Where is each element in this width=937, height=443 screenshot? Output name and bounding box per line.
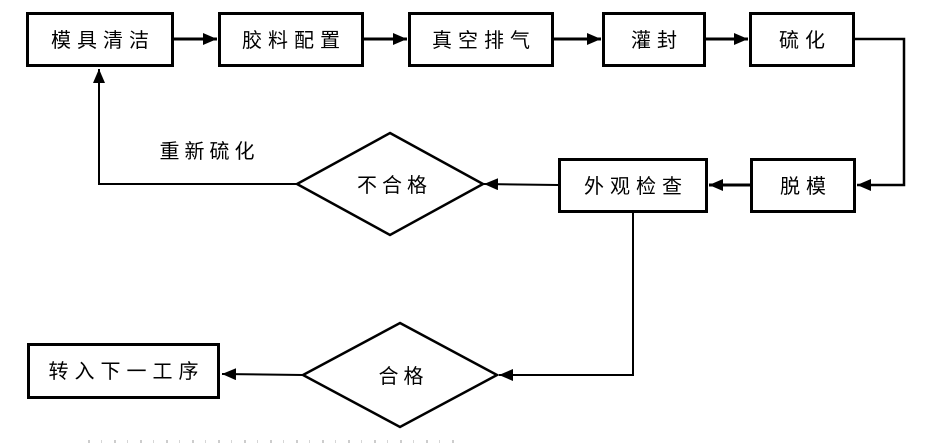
node-vulcanization: 硫化: [749, 12, 855, 67]
node-mold-cleaning: 模具清洁: [26, 12, 174, 67]
decision-unqualified-label: 不合格: [357, 173, 432, 197]
node-vacuum-degassing-label: 真空排气: [432, 27, 536, 52]
decision-qualified-shape: [300, 321, 500, 429]
node-demolding-label: 脱模: [780, 173, 832, 198]
arrow-unqualified-to-clean-icon: [93, 69, 297, 185]
node-vacuum-degassing: 真空排气: [408, 12, 554, 67]
node-demolding: 脱模: [750, 158, 856, 213]
arrow-inspection-to-qualified-icon: [499, 213, 634, 381]
decision-unqualified-shape: [294, 131, 486, 237]
edge-label-revulcanization: 重新硫化: [159, 139, 260, 163]
node-vulcanization-label: 硫化: [779, 27, 831, 52]
node-appearance-inspection-label: 外观检查: [584, 173, 688, 198]
node-next-process: 转入下一工序: [27, 343, 220, 399]
node-appearance-inspection: 外观检查: [558, 158, 708, 213]
arrow-vulcanization-to-demolding-icon: [855, 37, 906, 191]
node-compound-preparation: 胶料配置: [218, 12, 364, 67]
node-potting: 灌封: [602, 12, 706, 67]
node-mold-cleaning-label: 模具清洁: [51, 27, 155, 52]
clipped-caption-fragments: [88, 440, 460, 443]
node-potting-label: 灌封: [631, 27, 683, 52]
node-next-process-label: 转入下一工序: [48, 359, 205, 383]
arrow-qualified-to-next-icon: [221, 368, 304, 381]
arrow-inspection-to-unqualified-icon: [483, 178, 559, 191]
node-compound-preparation-label: 胶料配置: [242, 27, 346, 52]
decision-qualified-label: 合格: [378, 364, 429, 388]
